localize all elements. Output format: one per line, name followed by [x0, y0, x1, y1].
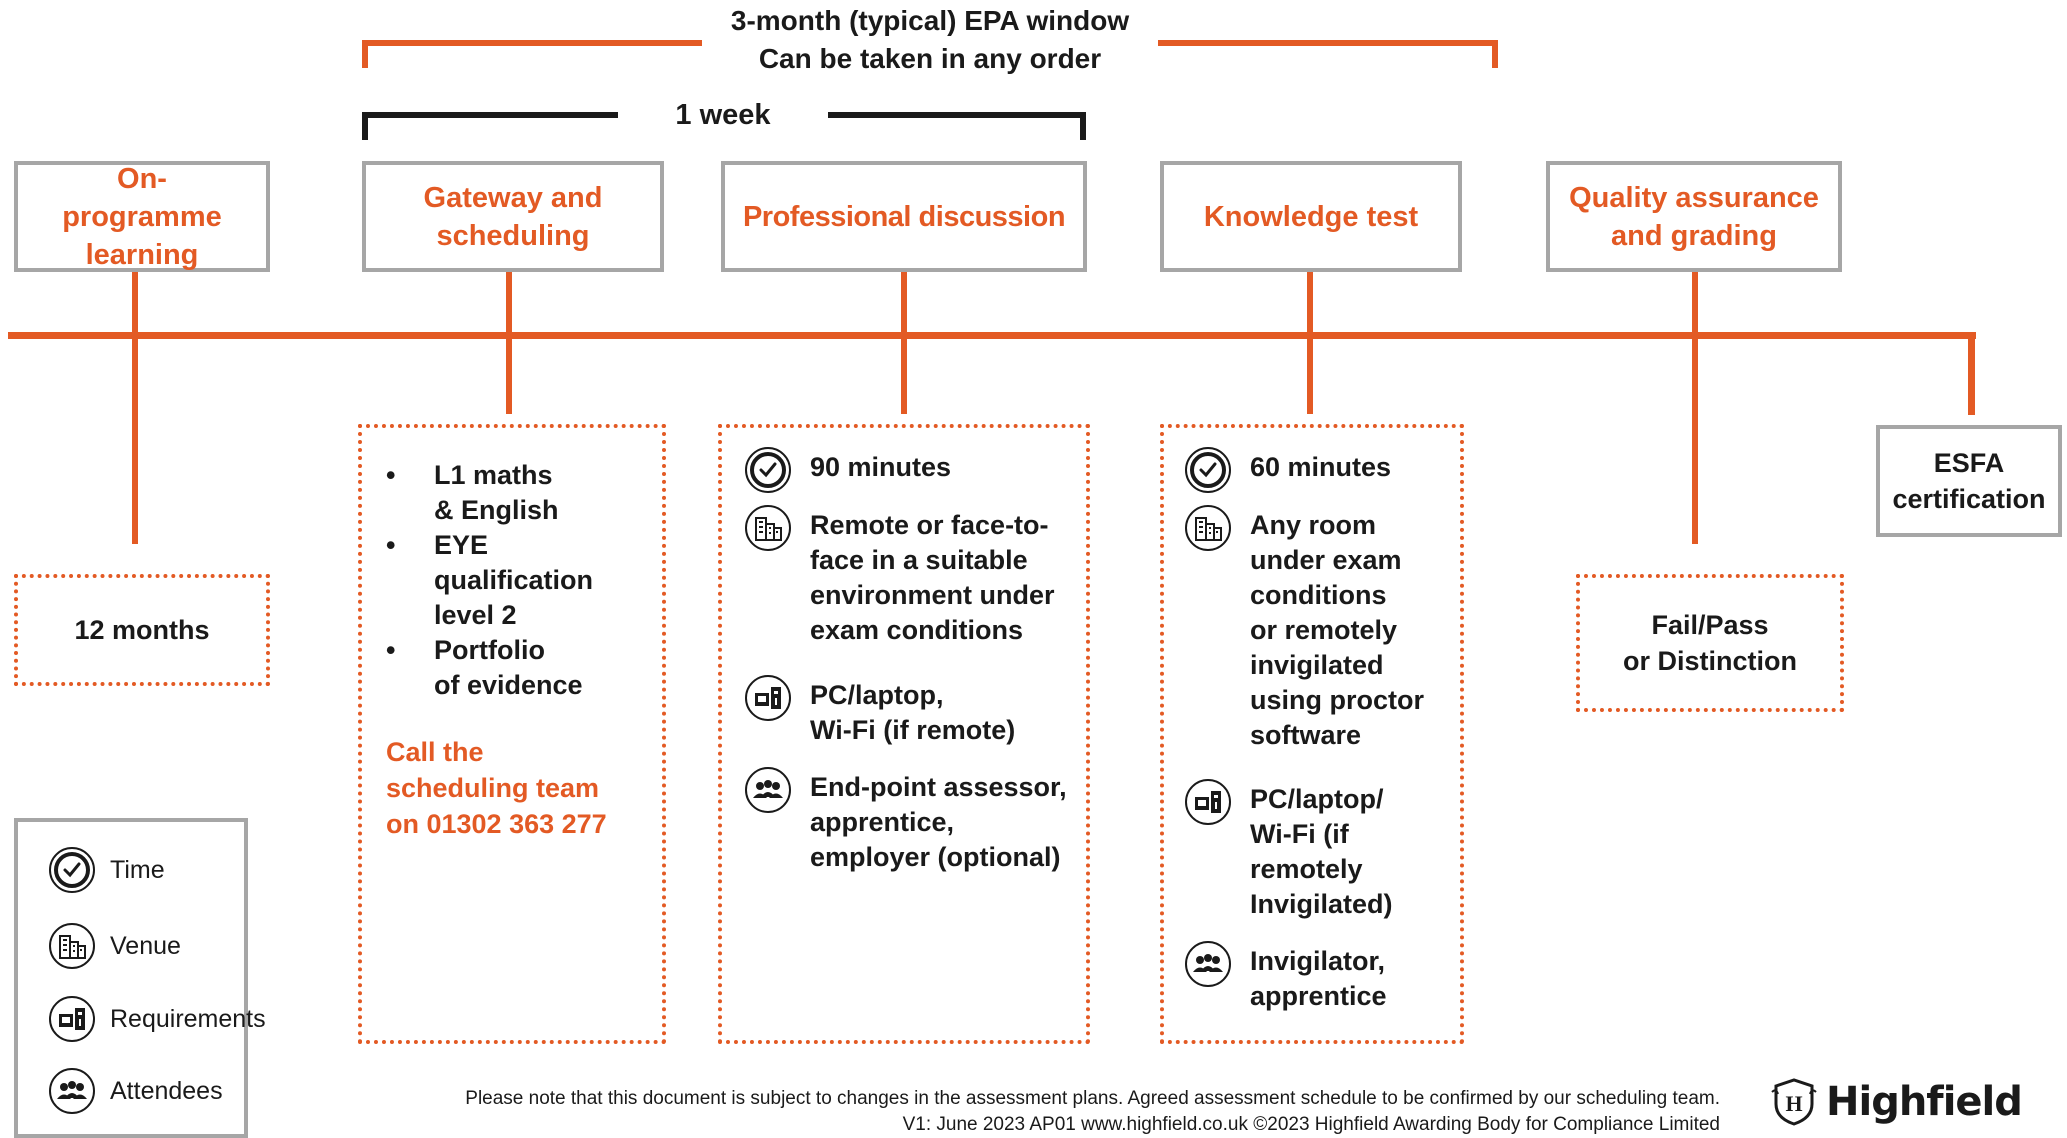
legend-venue-label: Venue — [110, 931, 181, 960]
device-icon — [1185, 779, 1231, 825]
legend-venue: Venue — [48, 922, 181, 970]
epa-window-label: 3-month (typical) EPA window Can be take… — [702, 2, 1158, 78]
kt-attendees: Invigilator, apprentice — [1250, 946, 1387, 1011]
gateway-requirements-list: L1 maths & English EYE qualification lev… — [386, 458, 593, 703]
gateway-requirement: L1 maths & English — [386, 458, 593, 528]
footer-note: Please note that this document is subjec… — [300, 1086, 1720, 1138]
scheduling-team-call: Call the scheduling team on 01302 363 27… — [386, 737, 607, 839]
knowledge-test-detail-box: 60 minutes Any room under exam condition… — [1160, 424, 1464, 1044]
kt-venue: Any room under exam conditions or remote… — [1250, 510, 1424, 750]
connector-on-programme — [132, 272, 138, 544]
timeline-end-connector — [1968, 332, 1975, 415]
pd-time: 90 minutes — [810, 452, 952, 482]
clock-icon — [1184, 446, 1232, 494]
on-programme-duration: 12 months — [74, 614, 210, 645]
building-icon — [745, 505, 791, 551]
building-icon — [49, 923, 95, 969]
clock-icon — [744, 446, 792, 494]
stage-gateway: Gateway and scheduling — [362, 161, 664, 272]
on-programme-detail-box: 12 months — [14, 574, 270, 686]
legend-time-label: Time — [110, 855, 165, 884]
legend-requirements: Requirements — [48, 995, 266, 1043]
grading-detail-box: Fail/Pass or Distinction — [1576, 574, 1844, 712]
people-icon — [49, 1068, 95, 1114]
legend-box: Time Venue Requirements Attendees — [14, 818, 266, 1138]
kt-attendees-row: Invigilator, apprentice — [1184, 941, 1387, 1014]
people-icon — [1185, 941, 1231, 987]
one-week-label: 1 week — [675, 99, 771, 131]
pd-requirements-row: PC/laptop, Wi-Fi (if remote) — [744, 675, 1016, 748]
pd-attendees: End-point assessor, apprentice, employer… — [810, 772, 1067, 872]
stage-knowledge-test: Knowledge test — [1160, 161, 1462, 272]
pd-requirements: PC/laptop, Wi-Fi (if remote) — [810, 680, 1016, 745]
footer-line2: V1: June 2023 AP01 www.highfield.co.uk ©… — [902, 1114, 1720, 1135]
stage-professional-discussion-label: Professional discussion — [742, 200, 1066, 233]
pd-attendees-row: End-point assessor, apprentice, employer… — [744, 767, 1067, 875]
gateway-requirement: EYE qualification level 2 — [386, 528, 593, 633]
gateway-requirement: Portfolio of evidence — [386, 633, 593, 703]
stage-knowledge-test-label: Knowledge test — [1203, 200, 1419, 233]
pd-time-row: 90 minutes — [744, 446, 952, 494]
connector-knowledge-test — [1307, 272, 1313, 414]
logo-mark: H — [1785, 1091, 1802, 1116]
connector-quality-assurance — [1692, 272, 1698, 544]
kt-requirements-row: PC/laptop/ Wi-Fi (if remotely Invigilate… — [1184, 779, 1393, 922]
kt-time-row: 60 minutes — [1184, 446, 1392, 494]
stage-on-programme: On-programme learning — [14, 161, 270, 272]
stage-professional-discussion: Professional discussion — [721, 161, 1087, 272]
footer-line1: Please note that this document is subjec… — [465, 1088, 1720, 1109]
grading-outcomes: Fail/Pass or Distinction — [1623, 610, 1797, 676]
connector-gateway — [506, 272, 512, 414]
stage-esfa: ESFA certification — [1876, 425, 2062, 537]
people-icon — [745, 767, 791, 813]
legend-requirements-label: Requirements — [110, 1004, 266, 1033]
building-icon — [1185, 505, 1231, 551]
stage-esfa-label: ESFA certification — [1892, 448, 2046, 514]
epa-window-line1: 3-month (typical) EPA window — [730, 5, 1130, 36]
gateway-detail-box: L1 maths & English EYE qualification lev… — [358, 424, 666, 1044]
device-icon — [49, 996, 95, 1042]
clock-icon — [48, 846, 96, 894]
pd-venue: Remote or face-to- face in a suitable en… — [810, 510, 1055, 645]
pd-venue-row: Remote or face-to- face in a suitable en… — [744, 505, 1055, 648]
stage-gateway-label: Gateway and scheduling — [423, 181, 603, 252]
epa-window-line2: Can be taken in any order — [758, 43, 1102, 74]
legend-time: Time — [48, 846, 165, 894]
professional-discussion-detail-box: 90 minutes Remote or face-to- face in a … — [718, 424, 1090, 1044]
stage-on-programme-label: On-programme learning — [62, 162, 222, 271]
stage-quality-assurance-label: Quality assurance and grading — [1569, 181, 1819, 252]
legend-attendees: Attendees — [48, 1067, 223, 1115]
kt-venue-row: Any room under exam conditions or remote… — [1184, 505, 1424, 753]
connector-professional-discussion — [901, 272, 907, 414]
timeline-line — [8, 332, 1976, 339]
device-icon — [745, 675, 791, 721]
kt-requirements: PC/laptop/ Wi-Fi (if remotely Invigilate… — [1250, 784, 1393, 919]
logo-text: Highfield — [1826, 1079, 2023, 1125]
shield-icon: H — [1771, 1078, 1817, 1126]
kt-time: 60 minutes — [1250, 452, 1392, 482]
stage-quality-assurance: Quality assurance and grading — [1546, 161, 1842, 272]
highfield-logo: H Highfield — [1770, 1078, 2067, 1126]
legend-attendees-label: Attendees — [110, 1076, 223, 1105]
